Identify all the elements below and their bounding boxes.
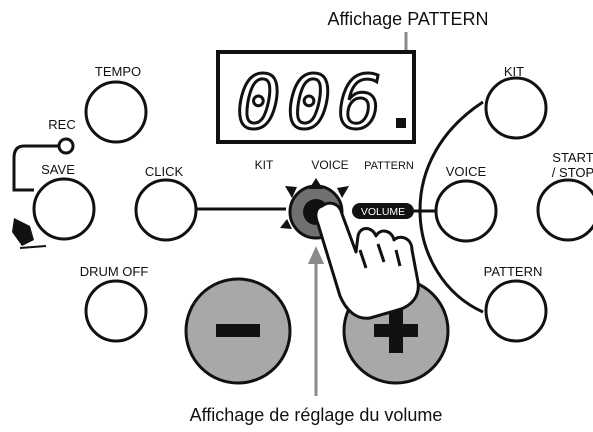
pattern-button[interactable] [484, 279, 548, 343]
plus-icon [374, 309, 418, 353]
led-display: 006 [216, 50, 416, 148]
voice-label: VOICE [446, 164, 487, 179]
tempo-label: TEMPO [95, 64, 141, 79]
volume-annotation-arrow [308, 246, 324, 396]
kit-button[interactable] [484, 76, 548, 140]
connector-lines [196, 100, 484, 314]
hand-icon [314, 201, 420, 320]
pattern-label: PATTERN [484, 264, 543, 279]
pattern-display-annotation: Affichage PATTERN [327, 9, 488, 29]
voice-button[interactable] [434, 179, 498, 243]
led-digits: 006 [236, 60, 388, 146]
indicator-voice: VOICE [311, 158, 348, 172]
click-button[interactable] [134, 178, 198, 242]
knob-direction-arrows [280, 178, 349, 229]
rec-led [57, 137, 75, 155]
tempo-button[interactable] [84, 80, 148, 144]
minus-icon [216, 324, 260, 337]
drumstick-icon [12, 218, 47, 249]
start-stop-button[interactable] [536, 178, 593, 242]
drum-off-label: DRUM OFF [80, 264, 149, 279]
rec-label: REC [48, 117, 75, 132]
start-stop-label-line1: START [552, 150, 593, 165]
led-pattern-dot [396, 118, 406, 128]
volume-pill [352, 203, 414, 219]
indicator-kit: KIT [255, 158, 274, 172]
save-label: SAVE [41, 162, 75, 177]
save-button[interactable] [32, 177, 96, 241]
rec-bracket [12, 144, 59, 192]
volume-pill-label: VOLUME [361, 206, 405, 218]
volume-display-annotation: Affichage de réglage du volume [190, 405, 443, 425]
drum-off-button[interactable] [84, 279, 148, 343]
start-stop-label-line2: / STOP [552, 165, 593, 180]
indicator-pattern: PATTERN [364, 160, 414, 172]
click-label: CLICK [145, 164, 184, 179]
kit-label: KIT [504, 64, 524, 79]
